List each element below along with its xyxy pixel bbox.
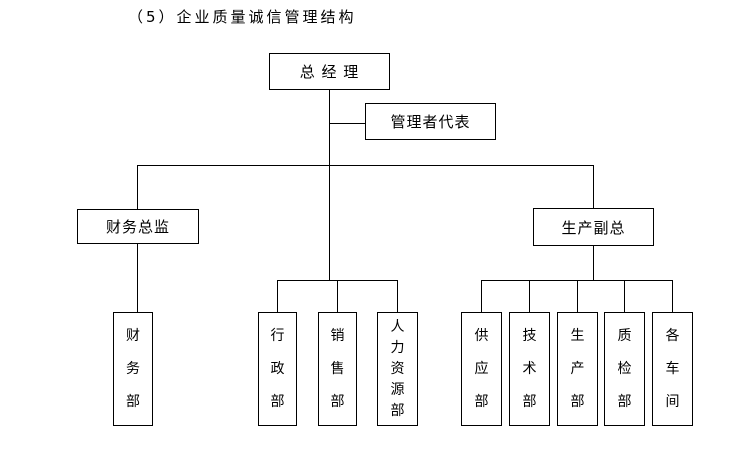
connector-hr-dept	[397, 280, 398, 312]
node-sales-dept-label: 销售部	[330, 327, 345, 410]
node-general-manager: 总 经 理	[269, 53, 390, 90]
node-qc-dept-label: 质检部	[617, 327, 632, 410]
node-tech-dept: 技术部	[509, 312, 550, 426]
node-management-representative-label: 管理者代表	[390, 113, 471, 131]
node-production-dept: 生产部	[557, 312, 598, 426]
connector-workshops	[672, 280, 673, 312]
node-sales-dept: 销售部	[318, 312, 357, 426]
connector-sales-dept	[337, 280, 338, 312]
connector-management-rep	[330, 123, 366, 124]
node-admin-dept: 行政部	[258, 312, 297, 426]
node-supply-dept-label: 供应部	[474, 327, 489, 410]
page-title: （5）企业质量诚信管理结构	[128, 8, 357, 26]
node-hr-dept-label: 人力资源部	[390, 318, 405, 419]
node-supply-dept: 供应部	[461, 312, 502, 426]
node-hr-dept: 人力资源部	[377, 312, 418, 426]
node-workshops: 各车间	[652, 312, 693, 426]
connector-production-dept	[577, 280, 578, 312]
connector-trunk	[329, 90, 330, 280]
node-production-vp: 生产副总	[533, 208, 654, 246]
node-finance-director: 财务总监	[77, 209, 199, 244]
node-finance-dept-label: 财务部	[126, 327, 140, 410]
node-admin-dept-label: 行政部	[270, 327, 285, 410]
connector-main-rail	[137, 165, 594, 166]
connector-production-rail	[593, 246, 594, 280]
node-qc-dept: 质检部	[604, 312, 645, 426]
node-general-manager-label: 总 经 理	[299, 63, 360, 81]
node-production-dept-label: 生产部	[570, 327, 585, 410]
node-finance-director-label: 财务总监	[105, 218, 170, 236]
node-management-representative: 管理者代表	[365, 103, 496, 140]
connector-qc-dept	[624, 280, 625, 312]
node-tech-dept-label: 技术部	[522, 327, 537, 410]
connector-finance-director	[137, 165, 138, 209]
connector-supply-dept	[481, 280, 482, 312]
node-finance-dept: 财务部	[113, 312, 153, 426]
node-workshops-label: 各车间	[665, 327, 680, 410]
connector-admin-dept	[277, 280, 278, 312]
connector-finance-dept	[137, 244, 138, 312]
node-production-vp-label: 生产副总	[561, 218, 626, 237]
connector-tech-dept	[529, 280, 530, 312]
connector-production-vp	[593, 165, 594, 208]
